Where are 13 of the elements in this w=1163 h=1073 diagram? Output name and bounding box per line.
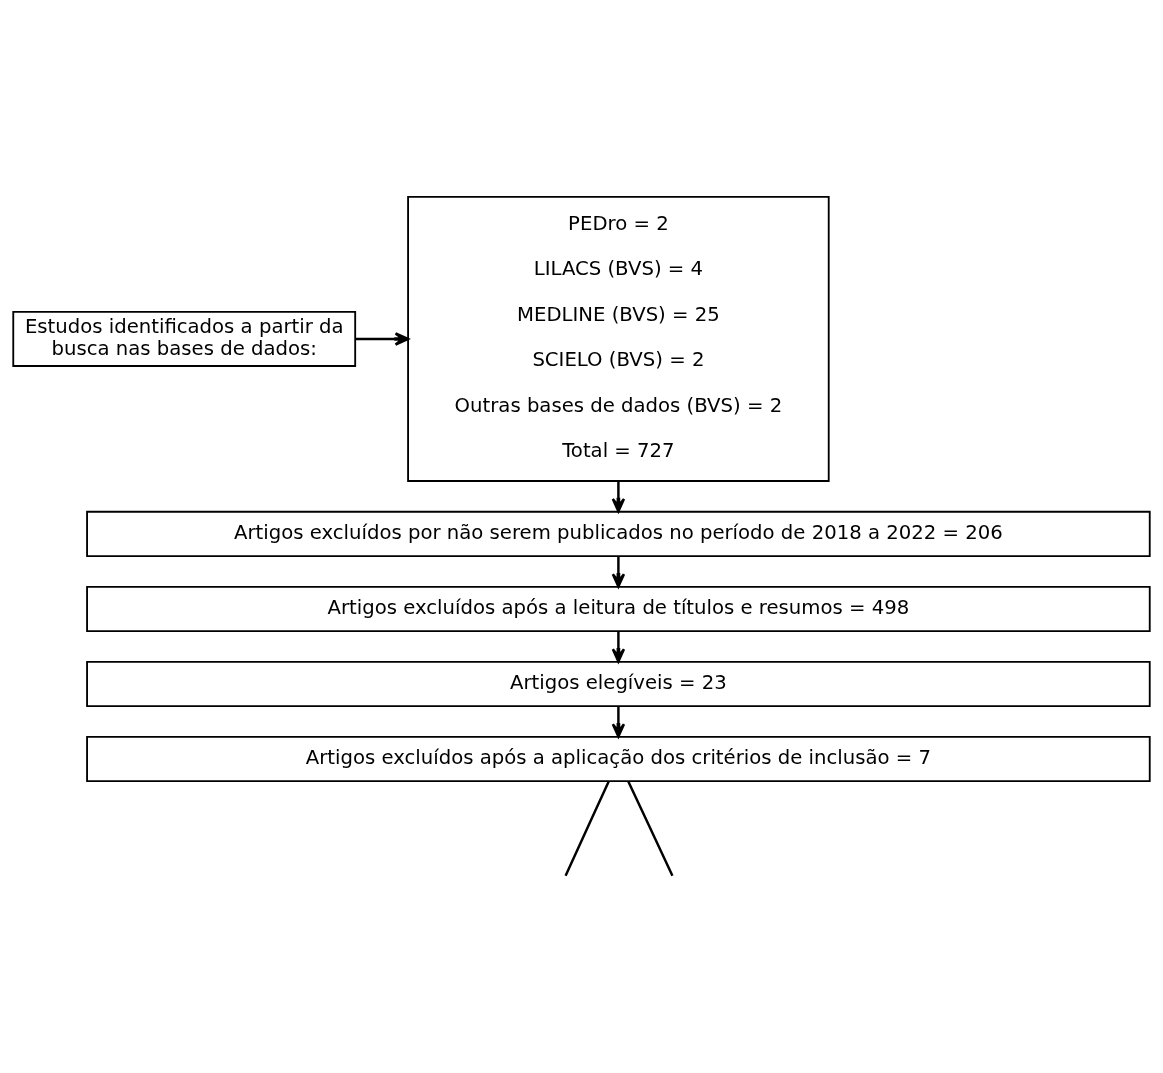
arrow [355,331,410,346]
node-box: Estudos identificados a partir da busca nas bases de dados: [12,310,357,367]
arrow [611,705,626,738]
node-box: Artigos elegíveis = 23 [86,660,1151,707]
connector [627,780,674,876]
arrow [611,630,626,663]
node-box: PEDro = 2 LILACS (BVS) = 4 MEDLINE (BVS) = 25 SCIELO (BVS) = 2 Outras bases de dados (BVS) = 2 Total = 727 [407,195,830,482]
node-box: Artigos excluídos após a leitura de títulos e resumos = 498 [86,585,1151,632]
arrow [611,555,626,588]
node-box: Artigos excluídos após a aplicação dos critérios de inclusão = 7 [86,735,1151,782]
node-box: Artigos excluídos por não serem publicados no período de 2018 a 2022 = 206 [86,510,1151,557]
connector [564,780,610,876]
arrow [611,480,626,513]
